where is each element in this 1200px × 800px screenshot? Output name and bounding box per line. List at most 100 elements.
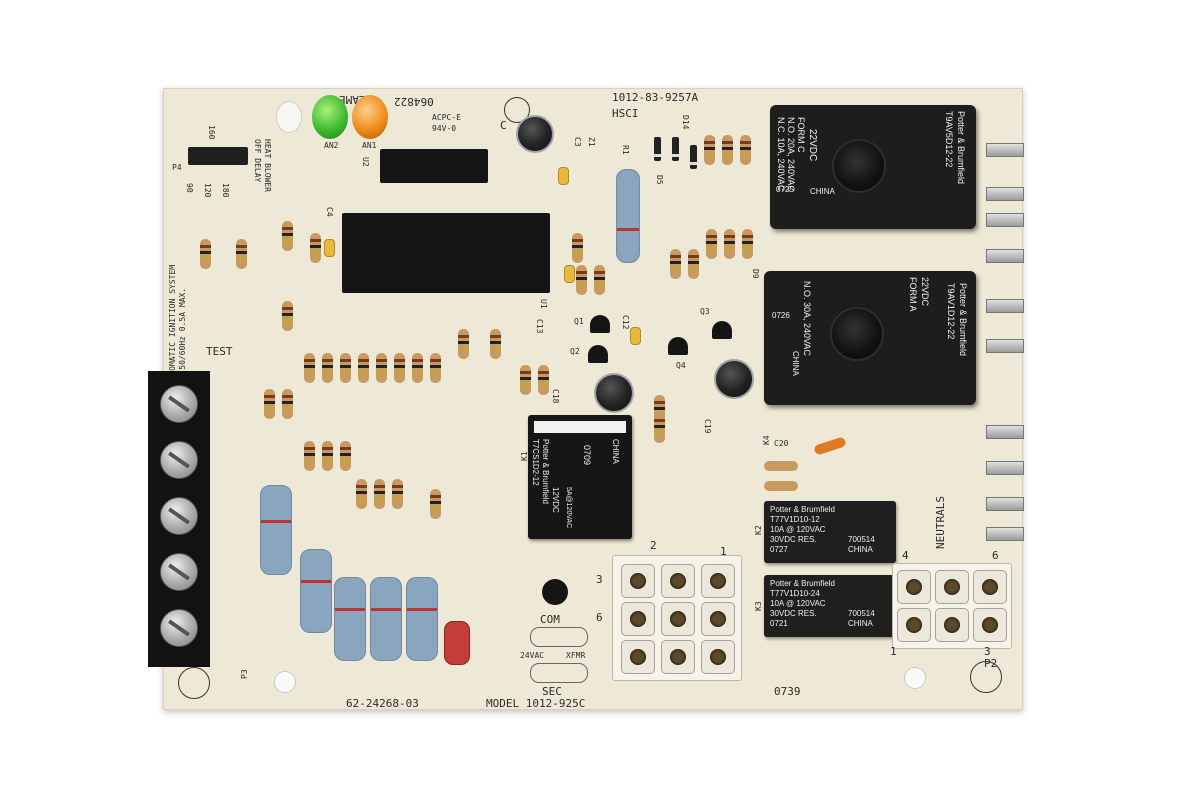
power-resistor-r7 (334, 577, 366, 661)
spade-terminal[interactable] (986, 187, 1024, 201)
terminal-screw[interactable] (160, 385, 198, 423)
axial-resistor (764, 481, 798, 491)
d5-label: D5 (655, 175, 664, 185)
relay-2-code: 0726 (772, 311, 790, 320)
axial-resistor (706, 229, 717, 259)
terminal-screw[interactable] (160, 441, 198, 479)
pin-number-1: 1 (720, 545, 727, 558)
relay-k1-brand: Potter & Brumfield (541, 439, 550, 504)
mounting-hole-left (178, 667, 210, 699)
power-resistor-r10 (406, 577, 438, 661)
jumper-label-4: 160 (207, 125, 216, 140)
spade-terminal[interactable] (986, 339, 1024, 353)
p4-label: P4 (172, 163, 182, 172)
spade-terminal[interactable] (986, 425, 1024, 439)
com-label: COM (540, 613, 560, 626)
relay-k3-lot: 700514 (848, 609, 875, 618)
k3-label: K3 (754, 601, 763, 611)
mounting-hole-right (970, 661, 1002, 693)
diode-d5 (654, 137, 661, 161)
axial-resistor (310, 233, 321, 263)
spade-terminal[interactable] (986, 299, 1024, 313)
xfmr-label: XFMR (566, 651, 586, 660)
pin-number-4: 4 (902, 549, 909, 562)
axial-resistor (740, 135, 751, 165)
axial-resistor (374, 479, 385, 509)
spade-terminal[interactable] (986, 249, 1024, 263)
axial-resistor (594, 265, 605, 295)
relay-k2-brand: Potter & Brumfield (770, 505, 835, 514)
relay-2-form: FORM A (908, 277, 918, 312)
pin-number-6: 6 (596, 611, 603, 624)
axial-resistor (654, 413, 665, 443)
material-note-1: ACPC-E (432, 113, 461, 122)
ceramic-capacitor-c12 (630, 327, 641, 345)
relay-2-rating: N.O. 30A, 240VAC (802, 281, 812, 356)
power-resistor-r4 (370, 577, 402, 661)
relay-1-brand: Potter & Brumfield (956, 111, 966, 185)
q4-label: Q4 (676, 361, 686, 370)
c20-label: C20 (774, 439, 789, 448)
spade-terminal[interactable] (986, 497, 1024, 511)
electrolytic-capacitor-c19 (714, 359, 754, 399)
relay-k2-origin: CHINA (848, 545, 873, 554)
test-label: TEST (206, 345, 233, 358)
axial-resistor (236, 239, 247, 269)
ic-u2 (380, 149, 488, 183)
axial-resistor (392, 479, 403, 509)
relay-k1-coil: 12VDC (551, 487, 560, 513)
terminal-screw[interactable] (160, 497, 198, 535)
spade-terminal[interactable] (986, 527, 1024, 541)
transistor-q3 (712, 321, 732, 339)
relay-1-code: 0725 (776, 185, 794, 194)
spade-terminal[interactable] (986, 143, 1024, 157)
axial-resistor (722, 135, 733, 165)
white-led (276, 101, 302, 133)
neutrals-label: NEUTRALS (934, 496, 947, 549)
axial-resistor (376, 353, 387, 383)
electrolytic-capacitor-top (516, 115, 554, 153)
pin-number-3: 3 (596, 573, 603, 586)
delay-jumper-block[interactable] (188, 147, 248, 165)
axial-resistor (304, 353, 315, 383)
connector-6-pin[interactable] (892, 563, 1012, 649)
relay-2-coil: 22VDC (920, 277, 930, 307)
diode-d14 (672, 137, 679, 161)
power-resistor-r12 (300, 549, 332, 633)
relay-k2-lot: 700514 (848, 535, 875, 544)
relay-2-brand: Potter & Brumfield (958, 283, 968, 357)
transistor-q1 (590, 315, 610, 333)
sec-spade-outline (530, 663, 588, 683)
spade-terminal[interactable] (986, 213, 1024, 227)
axial-resistor (322, 441, 333, 471)
date-code: 0739 (774, 685, 801, 698)
axial-resistor (412, 353, 423, 383)
power-resistor-r15 (260, 485, 292, 575)
spade-terminal[interactable] (986, 461, 1024, 475)
relay-2-origin: CHINA (791, 351, 800, 376)
green-led (312, 95, 348, 139)
terminal-screw[interactable] (160, 609, 198, 647)
axial-resistor (490, 329, 501, 359)
pin-number-2: 2 (650, 539, 657, 552)
c12-label: C12 (621, 315, 630, 330)
terminal-screw[interactable] (160, 553, 198, 591)
pin-number-3b: 3 (984, 645, 991, 658)
axial-resistor (340, 353, 351, 383)
relay-1-form: FORM C (796, 117, 806, 153)
axial-resistor (340, 441, 351, 471)
ceramic-capacitor-c4 (324, 239, 335, 257)
relay-k4-form-c: 22VDC FORM C N.O. 20A, 240VAC N.C. 10A, … (770, 105, 976, 229)
k2-label: K2 (754, 525, 763, 535)
relay-k1-model: T7CS1D2-12 (531, 439, 540, 486)
capacitor-c20 (813, 436, 847, 456)
relay-k1: 0709 CHINA Potter & Brumfield T7CS1D2-12… (528, 415, 632, 539)
an2-label: AN2 (324, 141, 339, 150)
off-delay-label: OFF DELAY (253, 139, 262, 183)
connector-9-pin[interactable] (612, 555, 742, 681)
relay-k3-model: T77V1D10-24 (770, 589, 820, 598)
c19-label: C19 (703, 419, 712, 434)
relay-k3-origin: CHINA (848, 619, 873, 628)
axial-resistor (688, 249, 699, 279)
